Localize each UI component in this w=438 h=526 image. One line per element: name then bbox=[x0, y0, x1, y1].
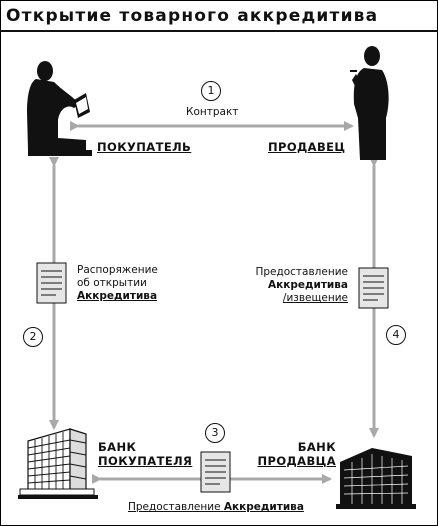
provision-notice-line3: /извещение bbox=[282, 292, 348, 304]
buyer-bank-line1: БАНК bbox=[98, 440, 137, 454]
office-building-icon bbox=[18, 428, 98, 499]
provision-notice-bold: Аккредитива bbox=[267, 279, 348, 291]
provision-label: Предоставление Аккредитива bbox=[128, 501, 304, 514]
standing-person-smoking-icon bbox=[350, 46, 389, 160]
document-icon bbox=[200, 451, 231, 493]
order-label-line3: Аккредитива bbox=[77, 290, 158, 303]
buyer-bank-label: БАНК ПОКУПАТЕЛЯ bbox=[98, 440, 192, 468]
dark-office-building-icon bbox=[336, 448, 416, 509]
step-number-2: 2 bbox=[23, 327, 43, 347]
document-icon bbox=[36, 262, 67, 304]
provision-label-bold: Аккредитива bbox=[223, 501, 304, 513]
contract-label: Контракт bbox=[186, 106, 239, 118]
step-number-1: 1 bbox=[201, 81, 221, 101]
seated-person-reading-icon bbox=[27, 61, 92, 156]
order-label: Распоряжение об открытии Аккредитива bbox=[77, 264, 158, 303]
seller-bank-line2: ПРОДАВЦА bbox=[257, 454, 336, 468]
order-label-line2: об открытии bbox=[77, 277, 147, 289]
provision-notice-line2: Аккредитива bbox=[232, 279, 348, 292]
step-number-3: 3 bbox=[205, 423, 225, 443]
document-icon bbox=[358, 267, 389, 309]
step-number-4: 4 bbox=[386, 325, 406, 345]
provision-notice-label: Предоставление Аккредитива /извещение bbox=[232, 266, 348, 305]
order-label-line1: Распоряжение bbox=[77, 264, 158, 276]
buyer-bank-line2: ПОКУПАТЕЛЯ bbox=[98, 454, 193, 468]
diagram-title: Открытие товарного аккредитива bbox=[6, 6, 379, 26]
buyer-label: ПОКУПАТЕЛЬ bbox=[97, 140, 192, 154]
seller-label: ПРОДАВЕЦ bbox=[268, 140, 346, 154]
order-label-bold: Аккредитива bbox=[77, 290, 158, 302]
seller-bank-label: БАНК ПРОДАВЦА bbox=[252, 440, 336, 468]
provision-notice-line1: Предоставление bbox=[255, 266, 348, 278]
seller-bank-line1: БАНК bbox=[297, 440, 336, 454]
title-rule bbox=[0, 30, 438, 32]
provision-label-prefix: Предоставление bbox=[128, 501, 221, 513]
